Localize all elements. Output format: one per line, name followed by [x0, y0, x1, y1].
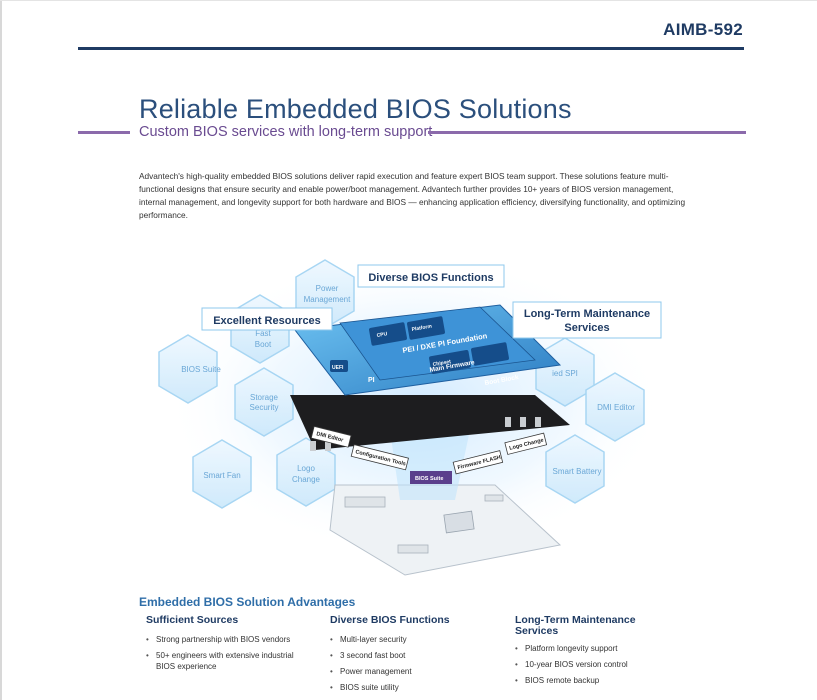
callout-long-term-1: Long-Term Maintenance [524, 308, 650, 320]
hex-smart-battery [545, 434, 605, 504]
column-heading-line2: Services [515, 625, 559, 637]
chip-cpu-label: CPU [376, 331, 388, 339]
advantage-column-functions: Diverse BIOS Functions Multi-layer secur… [330, 615, 500, 698]
page-subtitle: Custom BIOS services with long-term supp… [139, 124, 433, 140]
list-item: 50+ engineers with extensive industrial … [146, 650, 296, 672]
hex-label-power: Power [316, 284, 339, 293]
hex-label-bios-suite: BIOS Suite [181, 365, 221, 374]
hex-label-logo: Logo [297, 464, 315, 473]
chip-platform-label: Platform [411, 323, 433, 333]
intro-paragraph: Advantech's high-quality embedded BIOS s… [139, 171, 686, 220]
hex-label-smart-battery: Smart Battery [553, 467, 602, 476]
hex-storage-security [234, 367, 294, 437]
hex-label-boot: Boot [255, 340, 272, 349]
list-item: Multi-layer security [330, 634, 500, 645]
advantage-column-maintenance: Long-Term Maintenance Services Platform … [515, 615, 685, 691]
list-item: 3 second fast boot [330, 650, 500, 661]
chip-pi-label: PI [368, 377, 375, 384]
hex-label-management: Management [304, 295, 351, 304]
hex-label-change: Change [292, 475, 321, 484]
list-item: Strong partnership with BIOS vendors [146, 634, 296, 645]
motherboard [329, 484, 562, 576]
hex-dmi-editor [585, 372, 645, 442]
list-item: BIOS suite utility [330, 682, 500, 693]
callout-excellent-resources: Excellent Resources [213, 315, 321, 327]
hex-label-ied-spi: ied SPI [552, 369, 578, 378]
page-edge-top [0, 0, 817, 1]
subtitle-rule-right [428, 131, 746, 134]
list-item: Platform longevity support [515, 643, 685, 654]
hex-label-dmi-editor: DMI Editor [597, 403, 635, 412]
page-edge [0, 0, 2, 700]
chip-uefi-label: UEFI [332, 365, 344, 371]
subtitle-rule-left [78, 131, 130, 134]
column-heading: Sufficient Sources [146, 614, 239, 626]
hex-smart-fan [192, 439, 252, 509]
hex-label-smart-fan: Smart Fan [203, 471, 240, 480]
list-item: 10-year BIOS version control [515, 659, 685, 670]
hex-label-security: Security [250, 403, 279, 412]
header-rule [78, 47, 744, 50]
advantage-column-sources: Sufficient Sources Strong partnership wi… [146, 615, 316, 677]
page-title: Reliable Embedded BIOS Solutions [139, 94, 572, 124]
callout-long-term-2: Services [564, 322, 609, 334]
model-number: AIMB-592 [663, 20, 743, 39]
tag-bios-suite: BIOS Suite [415, 476, 443, 482]
bios-illustration: Power Management Fast Boot BIOS Suite St… [158, 255, 665, 576]
hex-label-fast: Fast [255, 329, 271, 338]
hex-logo-change [276, 437, 336, 507]
advantages-title: Embedded BIOS Solution Advantages [139, 595, 356, 609]
hex-label-storage: Storage [250, 393, 279, 402]
chip-chipset-label: Chipset [432, 359, 451, 368]
hex-bios-suite [158, 334, 218, 404]
column-heading: Diverse BIOS Functions [330, 614, 450, 626]
callout-diverse-functions: Diverse BIOS Functions [368, 272, 493, 284]
list-item: BIOS remote backup [515, 675, 685, 686]
column-heading: Long-Term Maintenance [515, 614, 636, 626]
chip-base [290, 395, 570, 450]
list-item: Power management [330, 666, 500, 677]
